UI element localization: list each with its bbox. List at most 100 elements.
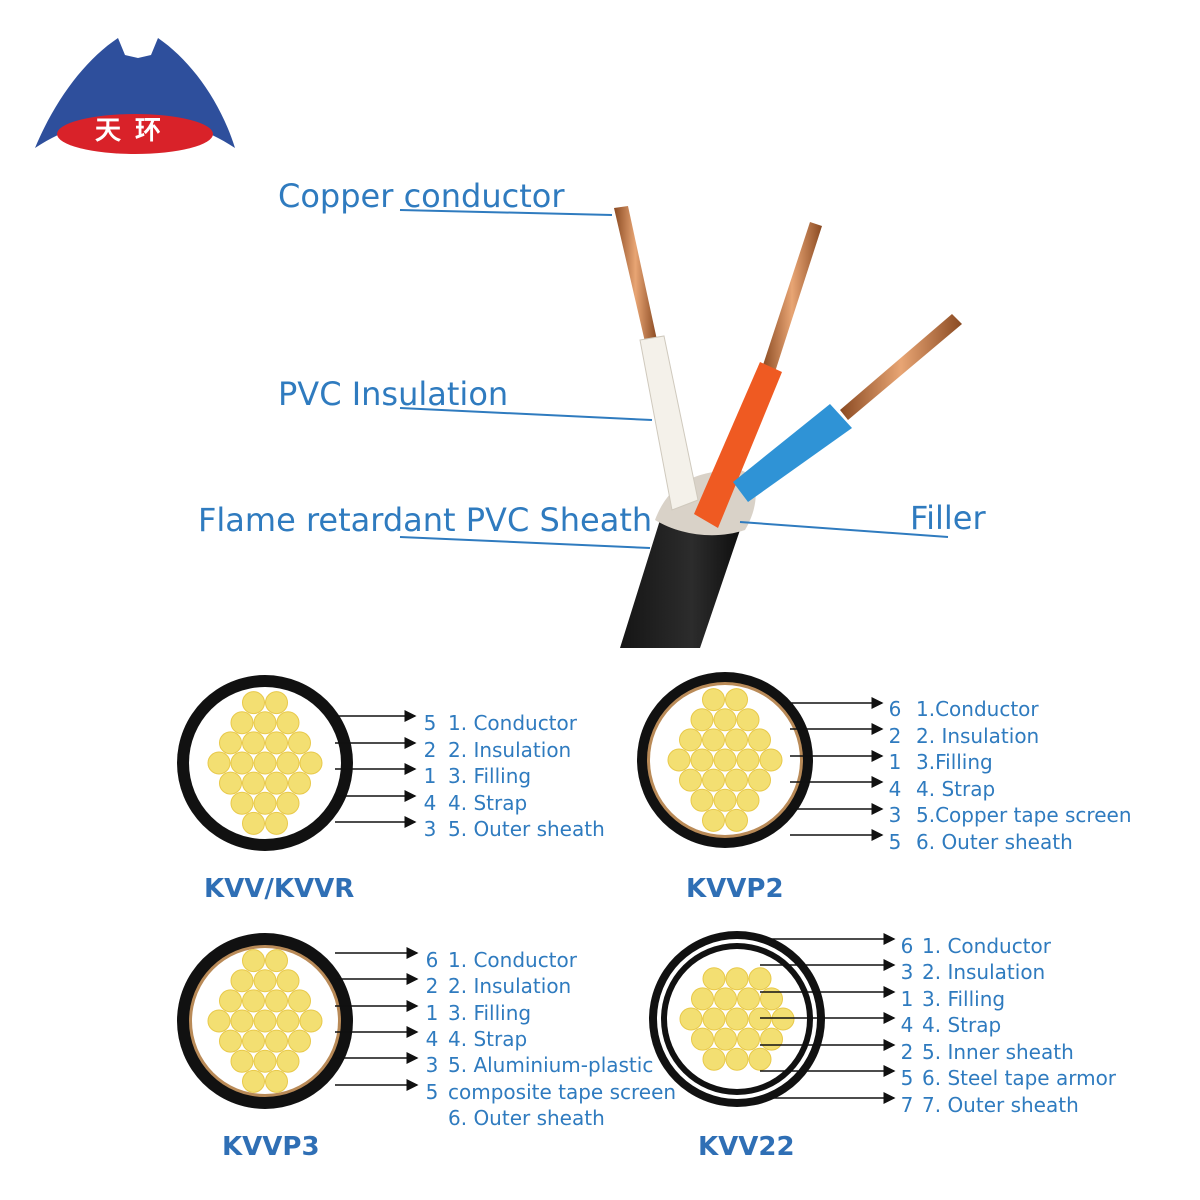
diagram-label: 4. Strap (916, 777, 996, 801)
conductor-core (690, 788, 714, 812)
conductor-core (242, 771, 265, 795)
diagram-number: 2 (900, 1040, 914, 1064)
diagram-number: 1 (888, 750, 902, 774)
diagram-model-name: KVV22 (698, 1132, 795, 1162)
conductor-core (230, 969, 254, 993)
conductor-core (265, 691, 288, 715)
conductor-core (230, 711, 254, 735)
conductor-core (230, 751, 254, 775)
diagram-label: 3. Filling (922, 987, 1006, 1011)
white-wire (639, 335, 699, 511)
conductor-core (253, 711, 277, 735)
conductor-core (253, 1049, 277, 1073)
conductor-core (748, 967, 772, 991)
diagram-label: 1.Conductor (916, 697, 1039, 721)
conductor-core (679, 1007, 703, 1031)
callout-pvc-insulation: PVC Insulation (278, 375, 509, 413)
diagram-label: 2. Insulation (916, 724, 1040, 748)
conductor-core (207, 751, 231, 775)
conductor-core (230, 1009, 254, 1033)
diagram-label: 6. Outer sheath (916, 830, 1073, 854)
diagram-number: 6 (888, 697, 902, 721)
diagram-model-name: KVVP2 (686, 874, 784, 904)
diagram-label: composite tape screen (448, 1080, 677, 1104)
conductor-core (265, 949, 288, 973)
conductor-core (276, 1049, 300, 1073)
conductor-core (288, 989, 311, 1013)
diagram-number: 4 (425, 1027, 439, 1051)
diagram-number: 5 (900, 1066, 914, 1090)
conductor-core (713, 788, 737, 812)
conductor-core (725, 688, 748, 712)
conductor-core (702, 1047, 726, 1071)
diagram-label: 4. Strap (922, 1013, 1002, 1037)
diagram-number: 3 (425, 1053, 439, 1077)
diagram-label: 5. Aluminium-plastic (448, 1053, 654, 1077)
diagram-label: 4. Strap (448, 1027, 528, 1051)
conductor-core (288, 771, 311, 795)
conductor-core (736, 788, 760, 812)
conductor-core (276, 711, 300, 735)
conductor-core (667, 748, 691, 772)
logo-mark (35, 38, 235, 154)
leader-copper (399, 209, 613, 216)
conductor-core (265, 771, 288, 795)
conductor-core (253, 751, 277, 775)
diagram-number: 6 (425, 948, 439, 972)
conductor-core (748, 728, 771, 752)
conductor-core (713, 708, 737, 732)
conductor-core (230, 1049, 254, 1073)
diagram-label: 1. Conductor (448, 948, 577, 972)
conductor-core (725, 728, 748, 752)
callout-filler: Filler (910, 499, 986, 537)
conductor-core (288, 1029, 311, 1053)
conductor-core (265, 731, 288, 755)
diagram-number: 5 (888, 830, 902, 854)
conductor-core (725, 768, 748, 792)
diagram-number: 2 (423, 738, 437, 762)
conductor-core (725, 808, 748, 832)
conductor-core (702, 808, 725, 832)
copper-strand-2 (762, 222, 822, 372)
diagram-label: 6. Outer sheath (448, 1106, 605, 1130)
diagram-number: 2 (888, 724, 902, 748)
diagram-label: 3. Filling (448, 764, 532, 788)
conductor-core (690, 748, 714, 772)
conductor-core (276, 969, 300, 993)
diagram-label: 1. Conductor (922, 934, 1051, 958)
conductor-core (207, 1009, 231, 1033)
conductor-core (242, 811, 265, 835)
diagram-model-name: KVVP3 (222, 1132, 320, 1162)
blue-wire (733, 404, 852, 502)
conductor-core (242, 989, 265, 1013)
conductor-core (242, 949, 265, 973)
conductor-core (219, 731, 242, 755)
conductor-core (265, 1069, 288, 1093)
conductor-core (230, 791, 254, 815)
diagram-label: 2. Insulation (448, 974, 572, 998)
conductor-core (265, 989, 288, 1013)
diagram-number: 1 (900, 987, 914, 1011)
diagram-label: 2. Insulation (922, 960, 1046, 984)
conductor-core (737, 1027, 760, 1051)
diagram-number: 3 (900, 960, 914, 984)
diagram-number: 3 (423, 817, 437, 841)
diagram-number: 7 (900, 1093, 914, 1117)
conductor-core (242, 691, 265, 715)
conductor-core (760, 1027, 783, 1051)
leader-insulation (399, 407, 653, 421)
conductor-core (748, 1007, 772, 1031)
outer-sheath (620, 520, 740, 648)
conductor-core (748, 768, 771, 792)
conductor-core (242, 1069, 265, 1093)
conductor-core (702, 728, 725, 752)
conductor-core (276, 791, 300, 815)
diagram-label: 6. Steel tape armor (922, 1066, 1117, 1090)
conductor-core (736, 748, 760, 772)
conductor-core (219, 989, 242, 1013)
conductor-core (679, 768, 702, 792)
diagram-model-name: KVV/KVVR (204, 874, 355, 904)
callout-copper-conductor: Copper conductor (278, 177, 565, 215)
conductor-core (691, 987, 714, 1011)
diagram-label: 5.Copper tape screen (916, 803, 1132, 827)
